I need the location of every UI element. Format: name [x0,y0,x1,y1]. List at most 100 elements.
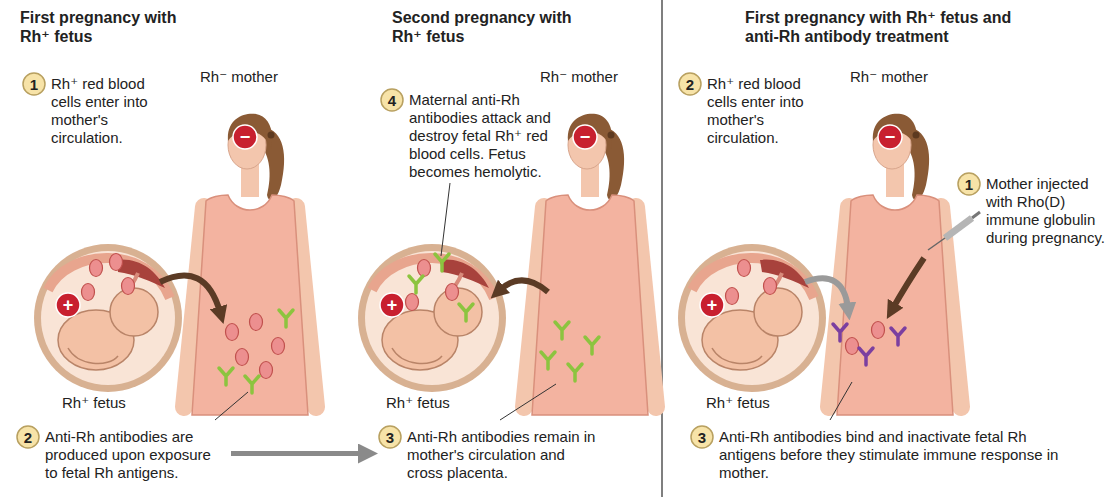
callout-number: 2 [16,425,40,449]
step-callout: 1Rh⁺ red blood cells enter into mother's… [22,72,151,147]
callout-badge: 4 [380,88,404,112]
step-callout: 2Rh⁺ red blood cells enter into mother's… [678,72,812,147]
callout-disc [691,426,713,448]
step-callout: 3Anti-Rh antibodies remain in mother's c… [378,425,602,482]
callout-number: 1 [22,72,46,96]
syringe-plunger [972,212,980,218]
sign-disc [56,293,80,317]
rh-sign: + [699,292,725,318]
figure-label: Rh⁻ mother [850,68,928,86]
sign-disc [878,125,902,149]
red-blood-cell [250,314,263,331]
antibody [279,310,293,327]
sign-disc [233,125,257,149]
callout-number: 3 [378,425,402,449]
figure-label: Rh⁻ mother [200,68,278,86]
antibody [555,322,569,339]
step-text: Maternal anti-Rh antibodies attack and d… [409,91,559,181]
red-blood-cell [272,338,285,355]
leader-line [441,183,450,256]
callout-number: 3 [690,425,714,449]
antibody [585,337,599,354]
rh-sign-circle: − [572,124,598,150]
figure-label: Rh⁺ fetus [706,394,770,412]
figure-label: Rh⁻ mother [540,68,618,86]
step-callout: 1Mother injected with Rho(D) immune glob… [957,172,1108,247]
syringe-barrel [945,218,972,238]
mother-figure [524,114,656,415]
callout-badge: 2 [16,425,40,449]
rh-sign: − [877,124,903,150]
red-blood-cell [406,294,419,311]
step-text: Rh⁺ red blood cells enter into mother's … [707,75,812,147]
step-callout: 4Maternal anti-Rh antibodies attack and … [380,88,559,181]
sign-disc [573,125,597,149]
red-blood-cell [846,338,859,355]
callout-badge: 3 [690,425,714,449]
step-text: Anti-Rh antibodies bind and inactivate f… [719,428,1064,482]
panel-heading: First pregnancy with Rh⁺ fetus [20,8,195,46]
callout-number: 1 [957,172,981,196]
syringe-needle [928,238,945,250]
step-callout: 3Anti-Rh antibodies bind and inactivate … [690,425,1064,482]
sign-disc [380,293,404,317]
antibody [219,368,233,385]
callout-disc [23,73,45,95]
rh-sign: + [379,292,405,318]
step-text: Anti-Rh antibodies remain in mother's ci… [407,428,602,482]
callout-disc [379,426,401,448]
mother-figure [184,114,316,415]
callout-badge: 3 [378,425,402,449]
antibody [891,328,905,345]
red-blood-cell [122,278,135,295]
red-blood-cell [418,260,431,277]
red-blood-cell [764,278,777,295]
figure-label: Rh⁺ fetus [62,394,126,412]
transfer-arrow [500,280,548,292]
rh-sign-circle: + [55,292,81,318]
figure-label: Rh⁺ fetus [386,394,450,412]
callout-disc [958,173,980,195]
antibody [409,276,423,293]
rh-sign: − [232,124,258,150]
callout-badge: 1 [22,72,46,96]
red-blood-cell [90,260,103,277]
antibody [435,254,449,271]
callout-badge: 1 [957,172,981,196]
red-blood-cell [82,284,95,301]
panel-divider [661,0,663,497]
step-text: Mother injected with Rho(D) immune globu… [986,175,1108,247]
womb-inset [678,244,826,392]
antibody [833,324,847,341]
rh-sign: − [572,124,598,150]
step-text: Rh⁺ red blood cells enter into mother's … [51,75,151,147]
transfer-arrow [805,278,848,308]
callout-number: 2 [678,72,702,96]
leader-line [830,382,852,420]
step-text: Anti-Rh antibodies are produced upon exp… [45,428,225,482]
panel-heading: Second pregnancy with Rh⁺ fetus [392,8,582,46]
callout-number: 4 [380,88,404,112]
rh-sign-circle: + [699,292,725,318]
flow-arrow [231,451,364,456]
transfer-arrow [160,275,220,312]
red-blood-cell [236,349,249,366]
red-blood-cell [260,362,273,379]
leader-line [500,384,556,420]
injection-arrow [893,258,924,308]
rh-sign-circle: − [232,124,258,150]
mother-figure [829,114,961,415]
rh-sign: + [55,292,81,318]
red-blood-cell [110,254,123,271]
antibody [541,352,555,369]
step-callout: 2Anti-Rh antibodies are produced upon ex… [16,425,225,482]
red-blood-cell [738,260,751,277]
red-blood-cell [446,284,459,301]
antibody [859,348,873,365]
antibody [245,376,259,393]
panel-heading: First pregnancy with Rh⁺ fetus and anti-… [745,8,1020,46]
antibody [568,364,582,381]
rh-sign-circle: − [877,124,903,150]
